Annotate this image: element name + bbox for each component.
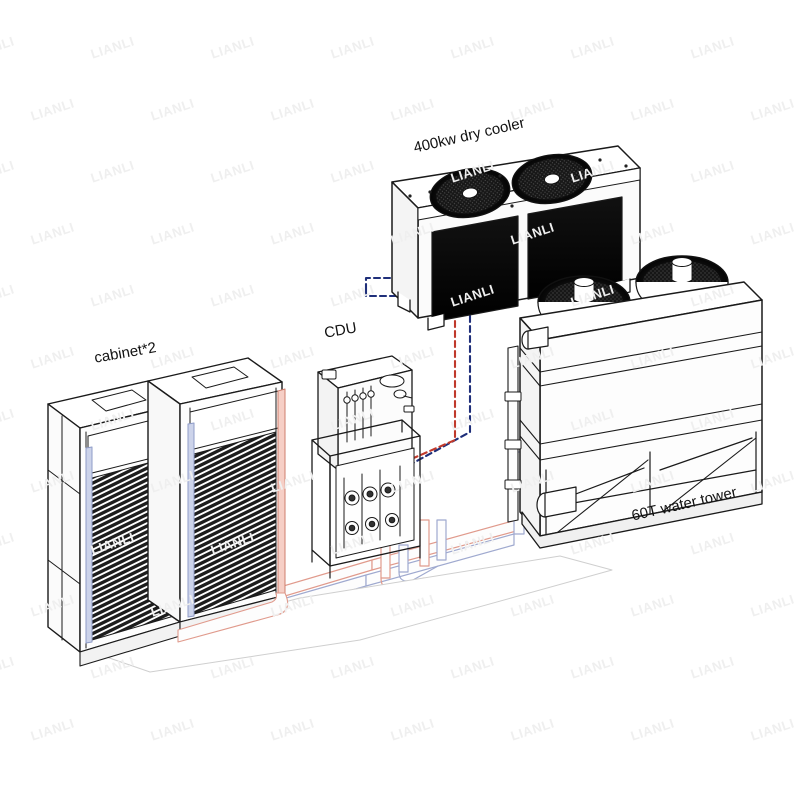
equipment-water-tower[interactable] (504, 255, 763, 549)
equipment-server-cabinets[interactable] (47, 357, 289, 667)
dry-cooler-fan-1 (429, 167, 511, 219)
floor-plate (91, 555, 613, 673)
dry-cooler-fan-2 (511, 153, 593, 205)
cabinet-b (147, 357, 286, 623)
equipment-cdu[interactable] (311, 355, 421, 579)
